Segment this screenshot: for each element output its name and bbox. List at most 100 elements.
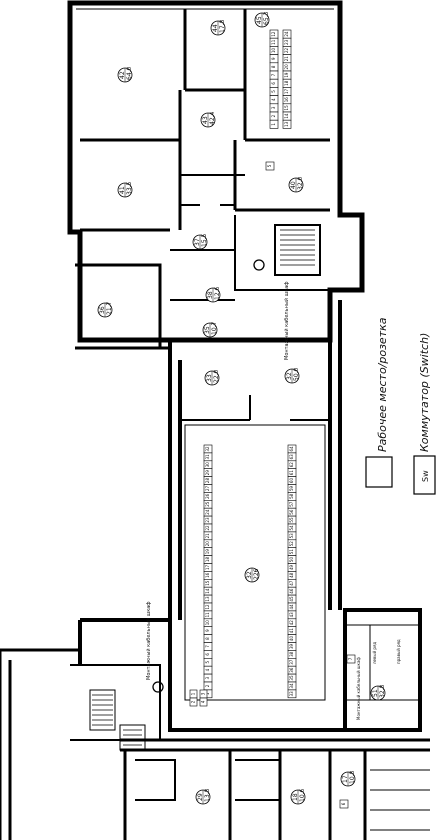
desk: 3 [269,103,279,113]
desk: 5 [269,87,279,96]
svg-text:2: 2 [191,700,196,703]
desk: 11 [269,37,279,47]
desk: 53 [287,531,297,541]
svg-text:55: 55 [289,517,294,523]
desk: 3 [203,673,213,683]
desk: 2 [203,681,213,691]
desk: 40 [287,634,297,643]
desk: 42 [287,618,297,627]
room-area: 12,6 [214,286,221,300]
desk: 6 [339,799,349,809]
svg-text:32: 32 [205,446,210,452]
svg-text:25: 25 [205,501,210,507]
row-label: левый ряд [372,641,377,664]
svg-text:4: 4 [205,668,210,671]
desk: 20 [203,539,213,548]
svg-text:36: 36 [289,667,294,673]
svg-text:26: 26 [205,493,210,499]
svg-text:58: 58 [289,493,294,499]
room-number: 36 [99,306,106,314]
svg-text:13: 13 [205,596,210,602]
svg-text:1: 1 [191,692,196,695]
desk: 38 [287,650,297,659]
svg-text:57: 57 [289,501,294,507]
room-area: 21,7 [106,301,113,315]
svg-text:18: 18 [205,557,210,563]
room-number: 45 [256,16,263,24]
svg-text:1: 1 [271,123,276,126]
room-number: 17 [342,775,349,783]
desk: 51 [287,547,297,556]
svg-text:10: 10 [205,620,210,626]
svg-text:24: 24 [284,31,289,37]
svg-text:61: 61 [289,470,294,476]
svg-text:33: 33 [289,691,294,697]
desk: 31 [203,452,213,462]
room-area: 15,5 [201,233,208,247]
desk: 9 [203,626,213,635]
desk: 13 [203,594,213,604]
svg-text:20: 20 [284,64,289,70]
desk: 19 [282,70,292,80]
svg-text:52: 52 [289,541,294,547]
room-area: 10,7 [211,321,218,335]
desk: 50 [287,555,297,564]
desk: 35 [287,673,297,683]
legend-switch-box [413,455,436,495]
svg-text:28: 28 [205,478,210,484]
cabinet-label: Монтажный кабельный шкаф [146,601,152,680]
svg-text:7: 7 [348,657,353,660]
desk: 29 [203,468,213,477]
svg-text:49: 49 [289,564,294,570]
svg-text:3: 3 [201,692,206,695]
svg-text:12: 12 [271,31,276,37]
svg-text:54: 54 [289,525,294,531]
room-number: 18 [292,793,299,801]
room-number: 43 [202,116,209,124]
svg-text:6: 6 [271,82,276,85]
svg-text:40: 40 [289,636,294,642]
room-area: 32,0 [297,176,304,190]
room-number: 33 [206,374,213,382]
svg-text:8: 8 [205,637,210,640]
svg-text:2: 2 [205,684,210,687]
svg-text:3: 3 [205,676,210,679]
desk: 61 [287,468,297,477]
svg-text:20: 20 [205,541,210,547]
svg-text:1: 1 [205,692,210,695]
room-number: 32 [246,571,253,579]
svg-text:16: 16 [205,572,210,578]
desk: 25 [203,499,213,509]
desk: 10 [203,618,213,627]
svg-text:9: 9 [271,57,276,60]
desk: 30 [203,460,213,469]
cabinet-label: Монтажный кабельный шкаф [356,657,361,720]
svg-text:64: 64 [289,446,294,452]
room-number: 40 [290,181,297,189]
svg-text:45: 45 [289,596,294,602]
svg-text:14: 14 [284,113,289,119]
svg-text:16: 16 [284,97,289,103]
desk: 22 [282,46,292,55]
svg-text:34: 34 [289,683,294,689]
desk: 4 [203,665,213,675]
svg-text:5: 5 [267,164,272,167]
room-area: 32,8 [379,684,386,698]
room-number: 37 [194,238,201,246]
svg-text:46: 46 [289,588,294,594]
legend-workplace-box [365,456,393,488]
room-area: 33,5 [126,181,133,195]
desk: 24 [282,29,292,39]
desk: 18 [203,555,213,564]
desk: 19 [203,547,213,556]
svg-text:21: 21 [205,533,210,539]
desk: 37 [287,657,297,667]
desk: 10 [269,46,279,55]
svg-text:63: 63 [289,454,294,460]
svg-text:29: 29 [205,470,210,476]
desk: 6 [203,650,213,659]
desk: 7 [346,654,356,664]
desk: 5 [265,161,275,171]
desk: 52 [287,539,297,548]
